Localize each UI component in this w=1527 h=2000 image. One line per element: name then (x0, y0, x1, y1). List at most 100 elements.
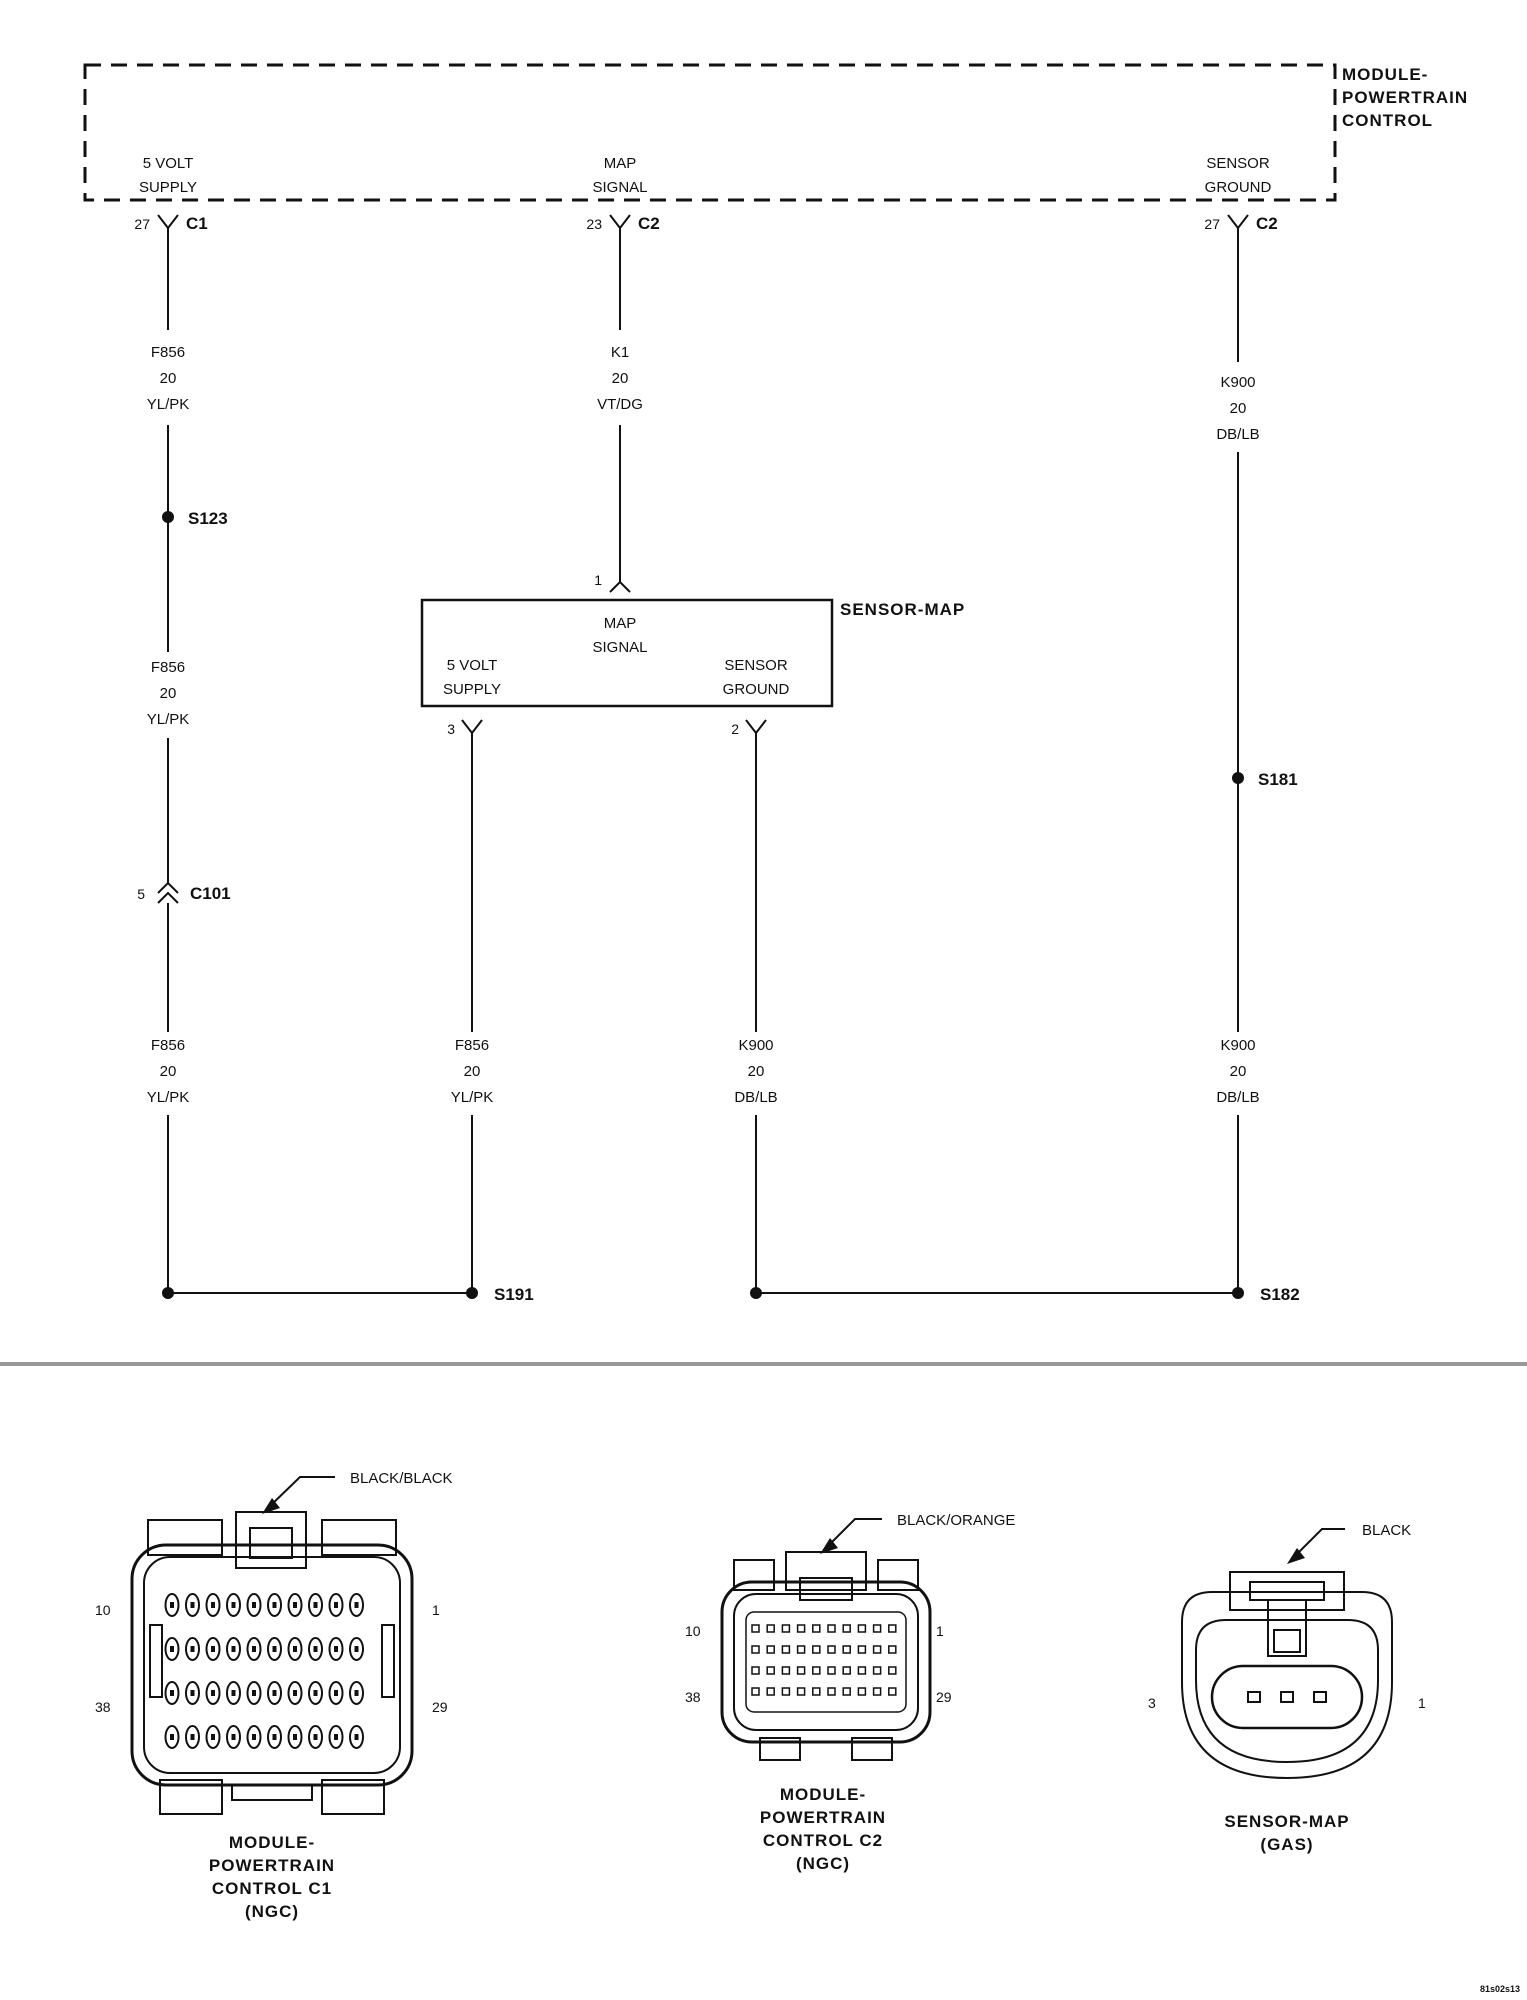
c2-pin-cavity (827, 1624, 836, 1633)
sensor-pin-2: 2 (731, 719, 767, 1032)
svg-text:20: 20 (1230, 1063, 1247, 1080)
svg-text:YL/PK: YL/PK (451, 1089, 494, 1106)
svg-text:VT/DG: VT/DG (597, 396, 643, 413)
junction-dot-middle (750, 1287, 762, 1299)
c2-pin-cavity (781, 1645, 791, 1654)
c1-pin-cavity (267, 1593, 282, 1617)
c1-caption-2: POWERTRAIN (209, 1856, 335, 1875)
map-pin-3 (1247, 1691, 1261, 1703)
wire-label-f856-sensor: F856 20 YL/PK (451, 1037, 494, 1106)
c1-pin-cavity (328, 1681, 344, 1705)
c1-pin-cavity (226, 1725, 241, 1749)
svg-text:K900: K900 (738, 1037, 773, 1054)
c1-pin-contact (231, 1646, 236, 1652)
svg-text:C2: C2 (638, 214, 660, 233)
c1-pin-cavity (328, 1593, 344, 1617)
map-body (1181, 1591, 1393, 1780)
c1-pin-cavity (287, 1725, 303, 1749)
c1-pin-cavity (246, 1637, 262, 1661)
svg-text:20: 20 (464, 1063, 481, 1080)
c2-pin-cavity (796, 1687, 806, 1696)
c1-caption-1: MODULE- (229, 1833, 315, 1852)
c2-pin-label-bl: 38 (685, 1689, 701, 1705)
wire-label-k900-sensor: K900 20 DB/LB (734, 1037, 777, 1106)
c2-pin-cavity (751, 1624, 760, 1633)
pcm-title-line2: POWERTRAIN (1342, 88, 1468, 107)
c1-pin-contact (293, 1602, 297, 1608)
wire-label-k900-low: K900 20 DB/LB (1216, 1037, 1259, 1106)
c2-pin-cavity (766, 1645, 775, 1654)
c1-pin-cavity (308, 1593, 323, 1617)
c1-pin-cavity (205, 1681, 221, 1705)
svg-text:C101: C101 (190, 884, 231, 903)
pcm-module-outline (83, 63, 1337, 202)
svg-text:K900: K900 (1220, 1037, 1255, 1054)
svg-text:2: 2 (731, 721, 739, 737)
c1-pin-label-br: 29 (432, 1699, 448, 1715)
c1-pin-contact (170, 1646, 174, 1652)
c1-pin-contact (272, 1602, 277, 1608)
c1-pin-cavity (308, 1681, 323, 1705)
c2-pin-cavity (781, 1624, 791, 1633)
pcm-pin-c1-27: 27 C1 (134, 214, 208, 330)
c1-pin-contact (272, 1690, 277, 1696)
c1-pin-contact (190, 1734, 195, 1740)
c2-pin-cavity (827, 1645, 836, 1654)
pcm-ground-label-1: SENSOR (1206, 155, 1270, 172)
map-color-leader (1292, 1528, 1345, 1559)
c2-caption-1: MODULE- (780, 1785, 866, 1804)
c1-pin-contact (231, 1734, 236, 1740)
svg-text:20: 20 (160, 370, 177, 387)
c1-pin-contact (211, 1602, 215, 1608)
c2-pin-cavity (751, 1645, 760, 1654)
c1-pin-grid (164, 1593, 364, 1749)
c1-pin-cavity (185, 1681, 200, 1705)
c1-pin-cavity (349, 1725, 364, 1749)
c2-caption-2: POWERTRAIN (760, 1808, 886, 1827)
sensor-map-signal-label-1: MAP (604, 615, 637, 632)
svg-text:23: 23 (586, 216, 602, 232)
pcm-pin-c2-27: 27 C2 (1204, 214, 1278, 362)
svg-text:F856: F856 (455, 1037, 489, 1054)
c1-pin-cavity (349, 1637, 364, 1661)
c2-pin-cavity (781, 1666, 791, 1675)
c1-pin-cavity (287, 1593, 303, 1617)
c1-pin-contact (190, 1646, 195, 1652)
svg-text:20: 20 (160, 1063, 177, 1080)
c1-pin-contact (170, 1690, 174, 1696)
c1-pin-cavity (164, 1725, 180, 1749)
c1-pin-contact (231, 1602, 236, 1608)
svg-text:C1: C1 (186, 214, 208, 233)
c1-pin-cavity (164, 1681, 180, 1705)
c2-color-label: BLACK/ORANGE (897, 1512, 1015, 1529)
map-pin-cavity (1210, 1664, 1364, 1730)
c1-pin-cavity (226, 1637, 241, 1661)
svg-text:5: 5 (137, 886, 145, 902)
map-caption-2: (GAS) (1260, 1835, 1313, 1854)
c1-pin-cavity (185, 1593, 200, 1617)
svg-text:K1: K1 (611, 344, 629, 361)
pcm-map-label-2: SIGNAL (592, 179, 647, 196)
pcm-ground-label-2: GROUND (1205, 179, 1272, 196)
svg-text:K900: K900 (1220, 374, 1255, 391)
c1-pin-contact (211, 1690, 215, 1696)
c2-pin-cavity (888, 1666, 897, 1675)
c1-pin-contact (354, 1690, 359, 1696)
c2-pin-cavity (751, 1687, 760, 1696)
c1-pin-contact (272, 1646, 277, 1652)
sensor-pin-1: 1 (594, 572, 631, 593)
c1-pin-contact (293, 1734, 297, 1740)
c1-pin-cavity (246, 1681, 262, 1705)
c1-pin-contact (334, 1602, 338, 1608)
pcm-title-line1: MODULE- (1342, 65, 1428, 84)
c1-pin-cavity (246, 1725, 262, 1749)
c1-pin-contact (293, 1690, 297, 1696)
c2-pin-cavity (842, 1624, 851, 1633)
svg-text:F856: F856 (151, 344, 185, 361)
c2-pin-cavity (751, 1666, 760, 1675)
c2-pin-cavity (812, 1624, 821, 1633)
c2-pin-cavity (842, 1666, 851, 1675)
c1-pin-cavity (185, 1725, 200, 1749)
c2-pin-cavity (827, 1687, 836, 1696)
map-caption-1: SENSOR-MAP (1224, 1812, 1349, 1831)
